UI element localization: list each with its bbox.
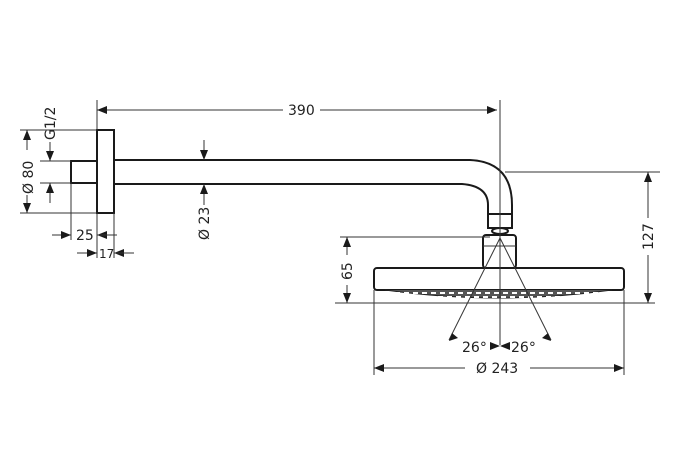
dim-spray-angle-left: 26°	[462, 340, 487, 356]
dim-head-diameter: Ø 243	[476, 361, 518, 377]
arm-top-edge	[114, 159, 513, 214]
dim-head-height: 65	[340, 262, 356, 280]
wall-stub	[70, 160, 98, 184]
arm-bottom-edge	[114, 183, 489, 214]
dim-flange-diameter: Ø 80	[21, 161, 37, 194]
dim-total-drop: 127	[641, 223, 657, 250]
dim-arm-diameter: Ø 23	[197, 207, 213, 240]
shower-head	[373, 267, 625, 291]
wall-flange	[96, 129, 115, 214]
dim-flange-depth: 17	[99, 247, 114, 261]
dim-stub-length: 25	[76, 228, 94, 244]
dim-arm-length: 390	[288, 103, 315, 119]
dim-thread: G1/2	[43, 107, 59, 140]
dim-spray-angle-right: 26°	[511, 340, 536, 356]
